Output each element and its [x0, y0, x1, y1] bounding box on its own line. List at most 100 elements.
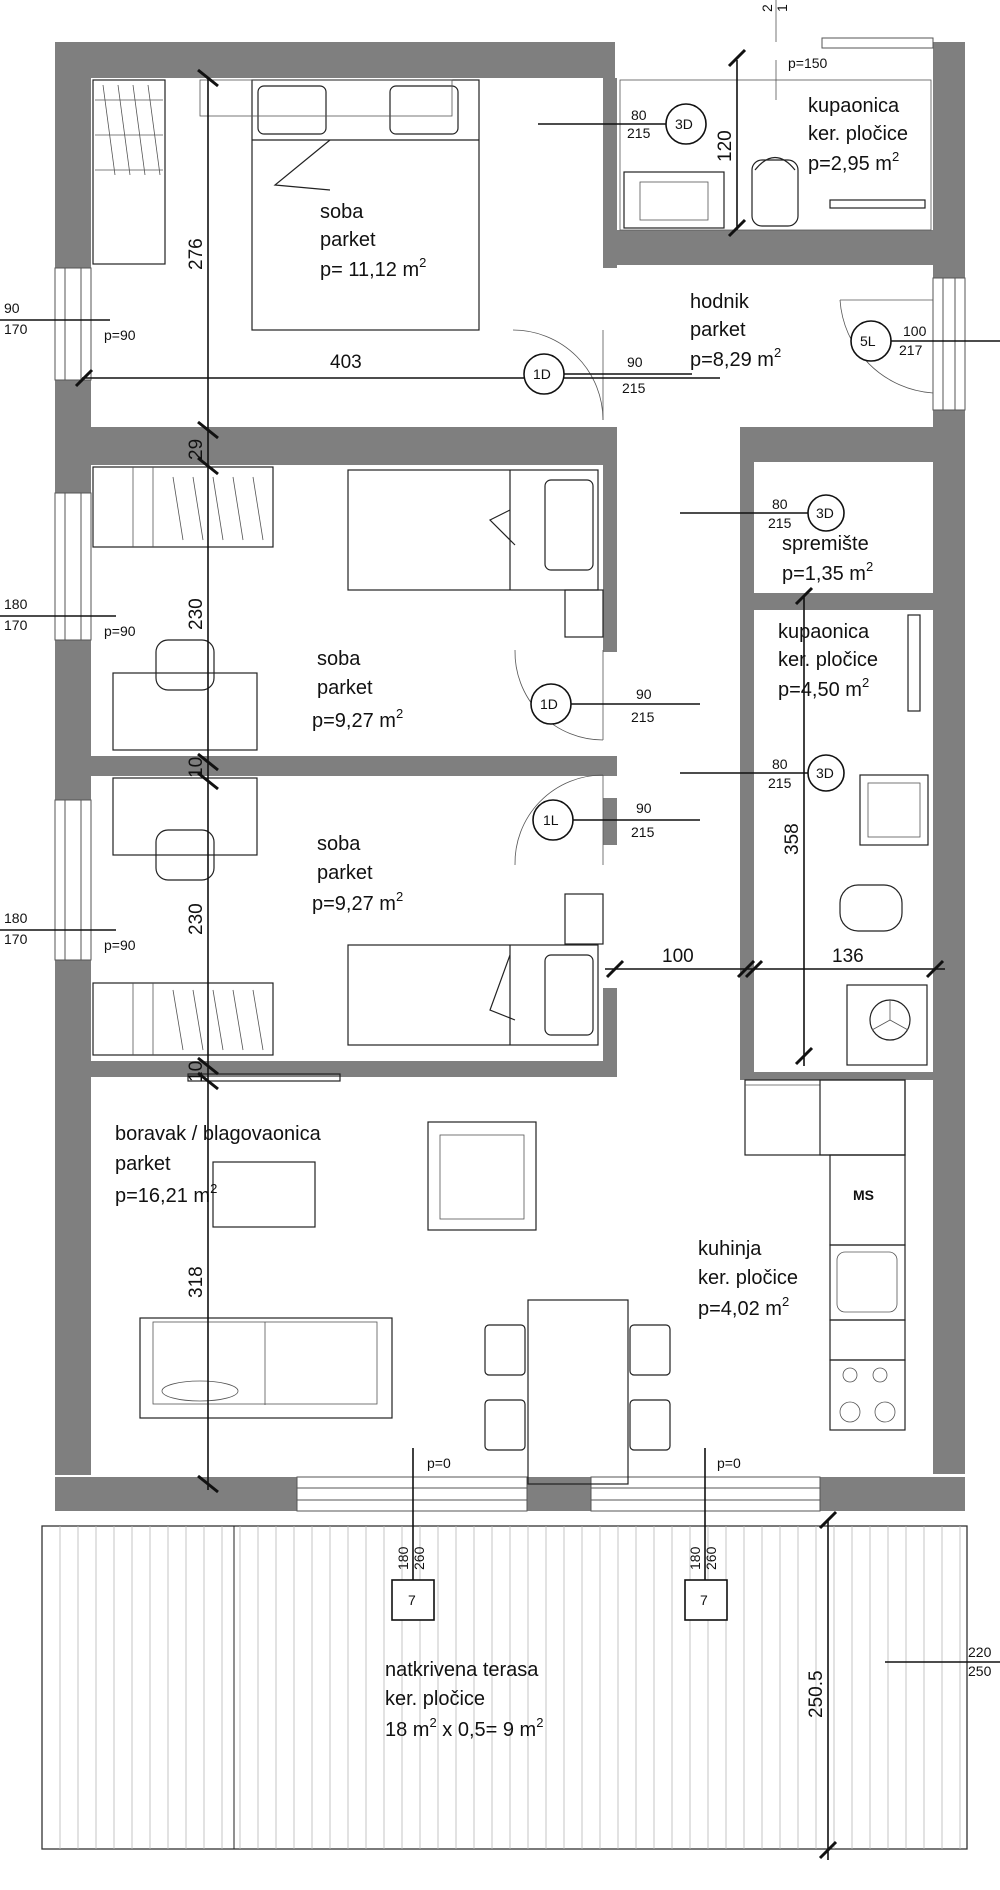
door-soba1-tag: 1D	[533, 366, 551, 382]
soba1-name: soba	[320, 201, 364, 223]
window-4-height: 250	[968, 1663, 992, 1679]
terasa-area: 18 m2 x 0,5= 9 m2	[385, 1715, 543, 1741]
boravak-name: boravak / blagovaonica	[115, 1123, 322, 1145]
kitchen-fixtures	[744, 1079, 906, 1431]
spremiste-name: spremište	[782, 533, 869, 555]
living-furniture	[139, 1121, 671, 1485]
dim-120: 120	[715, 130, 736, 162]
window-4-width: 220	[968, 1644, 992, 1660]
soba1-furniture	[92, 79, 480, 331]
window-1-width: 90	[4, 300, 20, 316]
door-entry-height: 217	[899, 342, 923, 358]
window-3-width: 180	[4, 910, 28, 926]
dim-276: 276	[186, 238, 207, 270]
exterior-walls	[55, 37, 965, 1511]
interior-walls	[91, 78, 933, 1080]
soba3-furniture	[92, 777, 604, 1082]
soba1-area: p= 11,12 m2	[320, 255, 426, 281]
top-cut-a: 2	[759, 4, 775, 12]
terasa-floor: ker. pločice	[385, 1688, 485, 1710]
kuhinja-name: kuhinja	[698, 1238, 762, 1260]
soba2-floor: parket	[317, 677, 373, 699]
door-soba2-height: 215	[631, 709, 655, 725]
kupaonica1-area: p=2,95 m2	[808, 149, 899, 175]
door-soba1-width: 90	[627, 354, 643, 370]
kupaonica2-area: p=4,50 m2	[778, 675, 869, 701]
dim-318: 318	[186, 1266, 207, 1298]
kupaonica2-name: kupaonica	[778, 621, 870, 643]
window-2-width: 180	[4, 596, 28, 612]
dim-10-b: 10	[186, 1061, 207, 1082]
dim-230-a: 230	[186, 598, 207, 630]
window-2-height: 170	[4, 617, 28, 633]
microwave-label: MS	[853, 1187, 874, 1203]
window-3-sill: p=90	[104, 937, 136, 953]
terrace-door-1-tag: 7	[408, 1592, 416, 1608]
kupaonica1-fixtures	[619, 60, 932, 231]
door-bath1-tag: 3D	[675, 116, 693, 132]
soba2-name: soba	[317, 648, 361, 670]
boravak-floor: parket	[115, 1153, 171, 1175]
dimension-lines	[74, 0, 945, 1860]
hodnik-area: p=8,29 m2	[690, 345, 781, 371]
kuhinja-area: p=4,02 m2	[698, 1294, 789, 1320]
terrace-door-2-tag: 7	[700, 1592, 708, 1608]
kupaonica1-floor: ker. pločice	[808, 123, 908, 145]
soba3-name: soba	[317, 833, 361, 855]
window-6-height: 260	[703, 1546, 719, 1570]
door-bath2-tag: 3D	[816, 765, 834, 781]
window-5-sill: p=0	[427, 1455, 451, 1471]
dim-403: 403	[330, 352, 362, 373]
kuhinja-floor: ker. pločice	[698, 1267, 798, 1289]
window-6-sill: p=0	[717, 1455, 741, 1471]
door-soba3-height: 215	[631, 824, 655, 840]
dim-136: 136	[832, 946, 864, 967]
window-1-sill: p=90	[104, 327, 136, 343]
window-3-height: 170	[4, 931, 28, 947]
window-5-width: 180	[395, 1546, 411, 1570]
bath2-fixtures	[839, 614, 929, 1066]
top-cut-b: 1	[774, 4, 790, 12]
terasa-name: natkrivena terasa	[385, 1659, 539, 1681]
soba1-floor: parket	[320, 229, 376, 251]
kupaonica2-floor: ker. pločice	[778, 649, 878, 671]
door-store-width: 80	[772, 496, 788, 512]
door-bath1-width: 80	[631, 107, 647, 123]
soba2-area: p=9,27 m2	[312, 706, 403, 732]
window-5-height: 260	[411, 1546, 427, 1570]
hodnik-floor: parket	[690, 319, 746, 341]
kupaonica1-name: kupaonica	[808, 95, 900, 117]
door-entry-tag: 5L	[860, 333, 876, 349]
window-6-width: 180	[687, 1546, 703, 1570]
door-store-tag: 3D	[816, 505, 834, 521]
dim-250-5: 250.5	[806, 1670, 827, 1718]
soba3-floor: parket	[317, 862, 373, 884]
door-soba2-tag: 1D	[540, 696, 558, 712]
door-entry-width: 100	[903, 323, 927, 339]
door-soba3-tag: 1L	[543, 812, 559, 828]
dim-230-b: 230	[186, 903, 207, 935]
dim-100: 100	[662, 946, 694, 967]
hodnik-name: hodnik	[690, 291, 750, 313]
boravak-area: p=16,21 m2	[115, 1181, 217, 1207]
dim-10-a: 10	[186, 757, 207, 778]
door-bath2-height: 215	[768, 775, 792, 791]
soba2-furniture	[92, 466, 604, 751]
window-1-height: 170	[4, 321, 28, 337]
door-bath1-height: 215	[627, 125, 651, 141]
soba3-area: p=9,27 m2	[312, 889, 403, 915]
door-bath2-width: 80	[772, 756, 788, 772]
dimension-labels: 276 403 29 230 10 230 10 318 120 358 100…	[186, 130, 864, 1718]
door-soba2-width: 90	[636, 686, 652, 702]
door-soba1-height: 215	[622, 380, 646, 396]
window-tags: 2 1 p=150 90 170 p=90 180 170 p=90 180 1…	[0, 4, 1000, 1679]
spremiste-area: p=1,35 m2	[782, 559, 873, 585]
door-tags: 80 215 3D 1D 90 215 5L 100 217 80 215 3D…	[523, 103, 1000, 1203]
room-labels: soba parket p= 11,12 m2 kupaonica ker. p…	[115, 95, 908, 1741]
terrace	[41, 1525, 968, 1850]
door-soba3-width: 90	[636, 800, 652, 816]
window-2-sill: p=90	[104, 623, 136, 639]
door-swings	[512, 299, 934, 866]
dim-29: 29	[186, 439, 207, 460]
